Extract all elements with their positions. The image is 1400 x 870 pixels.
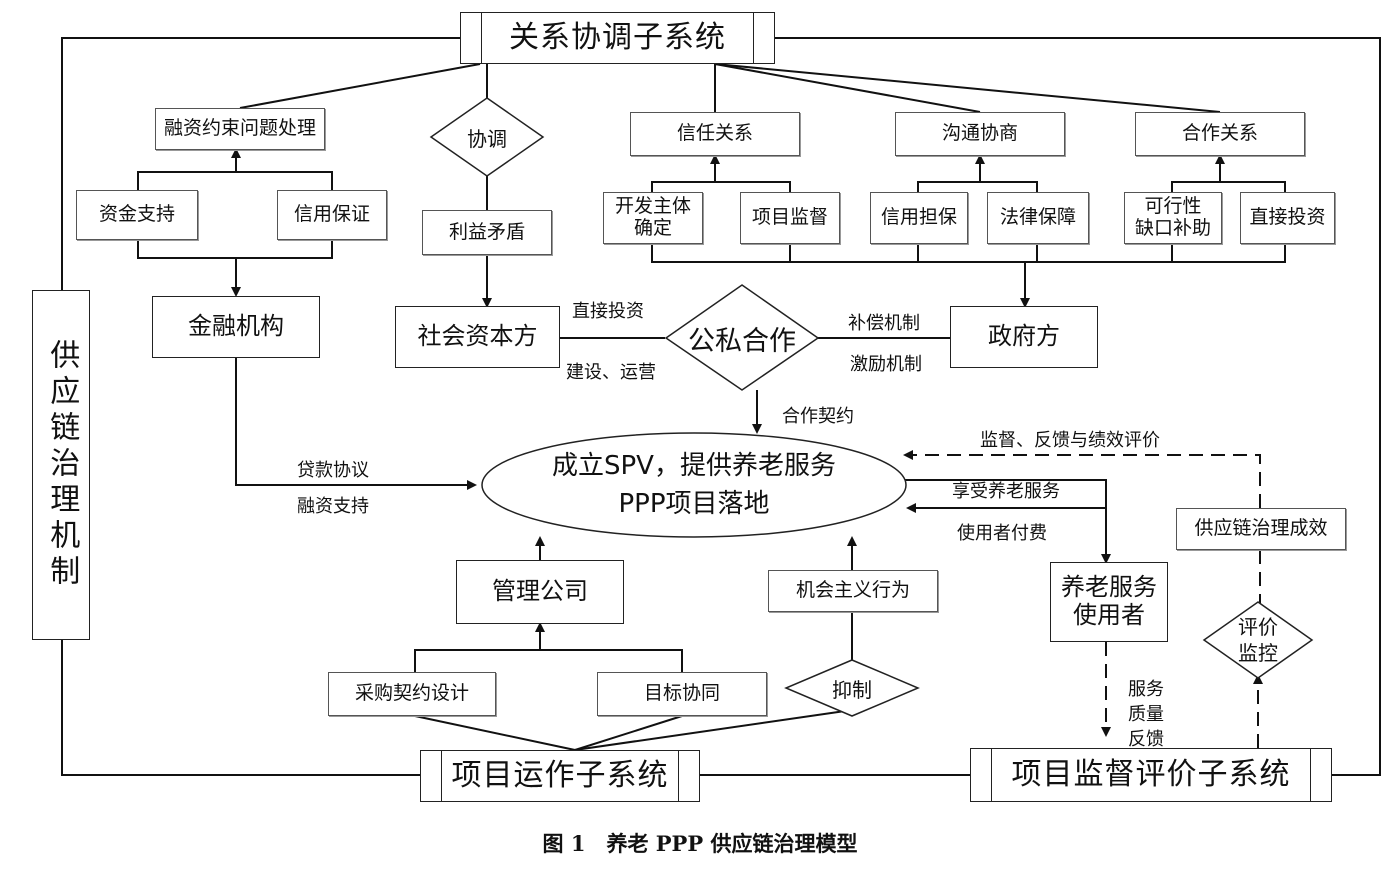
elderly-users-label: 养老服务 使用者 — [1061, 573, 1157, 629]
spv-text: 成立SPV，提供养老服务 PPP项目落地 — [494, 447, 894, 523]
figure-caption: 图 1 养老 PPP 供应链治理模型 — [542, 831, 858, 856]
procurement-box: 采购契约设计 — [328, 672, 496, 716]
evaluate-monitor-label: 评价 监控 — [1222, 610, 1294, 670]
evaluate-diamond — [1202, 601, 1314, 679]
supervision-subsystem: 项目监督评价子系统 — [970, 748, 1332, 802]
ppp-diamond — [664, 284, 820, 391]
service-quality-text: 服务 质量 反馈 — [1128, 679, 1164, 750]
coordinate-label: 协调 — [467, 126, 507, 151]
enjoy-service-label: 享受养老服务 — [952, 481, 1060, 502]
supervision-feedback-label: 监督、反馈与绩效评价 — [980, 430, 1160, 451]
financial-institution-box: 金融机构 — [152, 296, 320, 358]
banner-right-bar — [678, 751, 699, 801]
operation-subsystem: 项目运作子系统 — [420, 750, 700, 802]
management-company-box: 管理公司 — [456, 560, 624, 624]
evaluate-monitor-text: 评价 监控 — [1238, 615, 1278, 665]
trust-relation-box: 信任关系 — [630, 112, 800, 156]
direct-investment-label: 直接投资 — [572, 301, 644, 322]
credit-guarantee-box: 信用保证 — [277, 190, 387, 240]
user-pay-label: 使用者付费 — [957, 523, 1047, 544]
banner-left-bar — [421, 751, 442, 801]
financing-constraint-box: 融资约束问题处理 — [155, 108, 325, 150]
governance-mechanism-label: 供应链治理机制 — [44, 339, 80, 591]
construction-operation-label: 建设、运营 — [566, 362, 656, 383]
supervision-subsystem-label: 项目监督评价子系统 — [1011, 756, 1291, 792]
ppp-label: 公私合作 — [688, 325, 796, 357]
social-capital-box: 社会资本方 — [395, 306, 560, 368]
spv-line-1: 成立SPV，提供养老服务 — [552, 451, 836, 481]
relation-subsystem-label: 关系协调子系统 — [509, 19, 726, 55]
government-box: 政府方 — [950, 306, 1098, 368]
elderly-users-box: 养老服务 使用者 — [1050, 562, 1168, 642]
suppress-diamond — [784, 659, 920, 717]
governance-effect-box: 供应链治理成效 — [1176, 508, 1346, 550]
operation-subsystem-label: 项目运作子系统 — [451, 757, 669, 793]
direct-investment-box: 直接投资 — [1240, 192, 1335, 244]
spv-ellipse — [481, 432, 907, 538]
project-supervision-box: 项目监督 — [740, 192, 840, 244]
viability-gap-box: 可行性 缺口补助 — [1124, 192, 1222, 244]
governance-mechanism-box: 供应链治理机制 — [32, 290, 90, 640]
compensation-label: 补偿机制 — [848, 313, 920, 334]
credit-backing-box: 信用担保 — [870, 192, 968, 244]
incentive-label: 激励机制 — [850, 354, 922, 375]
banner-left-bar — [461, 13, 482, 63]
coordinate-diamond — [429, 97, 545, 177]
service-quality-label: 服务 质量 反馈 — [1118, 652, 1174, 752]
legal-protection-box: 法律保障 — [987, 192, 1089, 244]
cooperation-relation-box: 合作关系 — [1135, 112, 1305, 156]
suppress-label: 抑制 — [832, 677, 872, 702]
loan-agreement-label: 贷款协议 — [297, 460, 369, 481]
fund-support-box: 资金支持 — [76, 190, 198, 240]
developer-box: 开发主体 确定 — [603, 192, 703, 244]
spv-line-2: PPP项目落地 — [618, 489, 770, 519]
opportunism-box: 机会主义行为 — [768, 570, 938, 612]
contract-label: 合作契约 — [782, 406, 854, 427]
banner-right-bar — [1310, 749, 1331, 801]
banner-left-bar — [971, 749, 992, 801]
financing-support-label: 融资支持 — [297, 496, 369, 517]
interest-conflict-box: 利益矛盾 — [422, 210, 552, 255]
goal-coordination-box: 目标协同 — [597, 672, 767, 716]
communication-box: 沟通协商 — [895, 112, 1065, 156]
viability-gap-label: 可行性 缺口补助 — [1134, 195, 1211, 239]
developer-label: 开发主体 确定 — [614, 195, 691, 239]
relation-subsystem: 关系协调子系统 — [460, 12, 775, 64]
banner-right-bar — [753, 13, 774, 63]
